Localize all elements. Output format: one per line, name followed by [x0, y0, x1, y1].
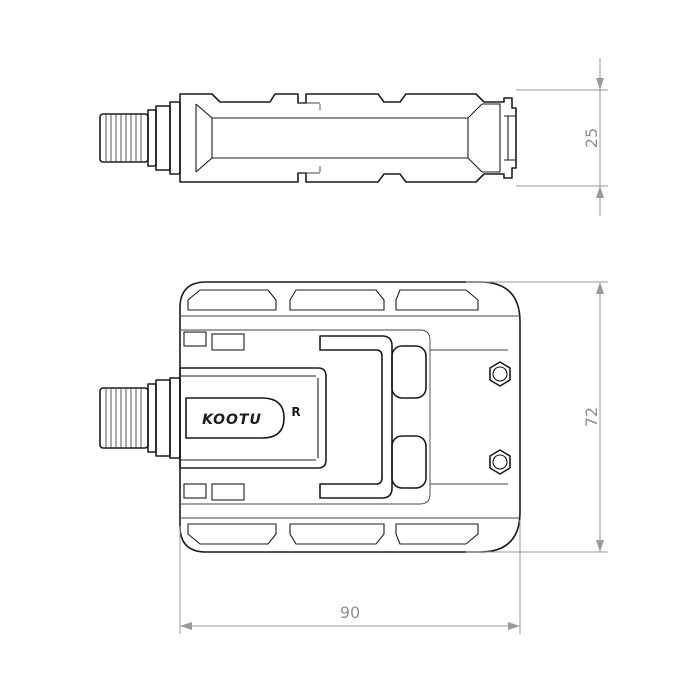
top-view-inner-tabs	[180, 329, 320, 505]
top-view-tread-top	[180, 289, 520, 317]
brand-emblem: KOOTU	[185, 397, 285, 439]
top-view-axle-hub	[147, 377, 181, 459]
top-view-tread-bottom	[180, 517, 520, 545]
pad-lower	[391, 435, 427, 489]
pad-upper	[391, 345, 427, 399]
side-view-body-outline	[179, 93, 517, 183]
side-view-inner-frame	[195, 103, 501, 173]
dimension-width-label: 90	[340, 603, 360, 622]
brand-logo-text: KOOTU	[202, 412, 262, 428]
dimension-width: 90	[179, 520, 521, 634]
bolt-lower	[489, 449, 511, 475]
dimension-height: 25	[516, 58, 608, 216]
top-view: KOOTU R	[99, 281, 521, 553]
bolt-upper	[489, 361, 511, 387]
hub-cap-housing	[179, 367, 327, 469]
dimension-height-label: 25	[582, 128, 601, 148]
dimension-length-label: 72	[582, 407, 601, 427]
side-view-axle-hub	[147, 101, 181, 175]
side-marking: R	[291, 405, 300, 419]
dimension-length: 72	[466, 281, 608, 553]
top-view-axle-thread	[99, 387, 149, 449]
center-recess	[319, 335, 393, 499]
side-view-axle-thread	[99, 113, 149, 163]
side-view	[99, 93, 517, 183]
